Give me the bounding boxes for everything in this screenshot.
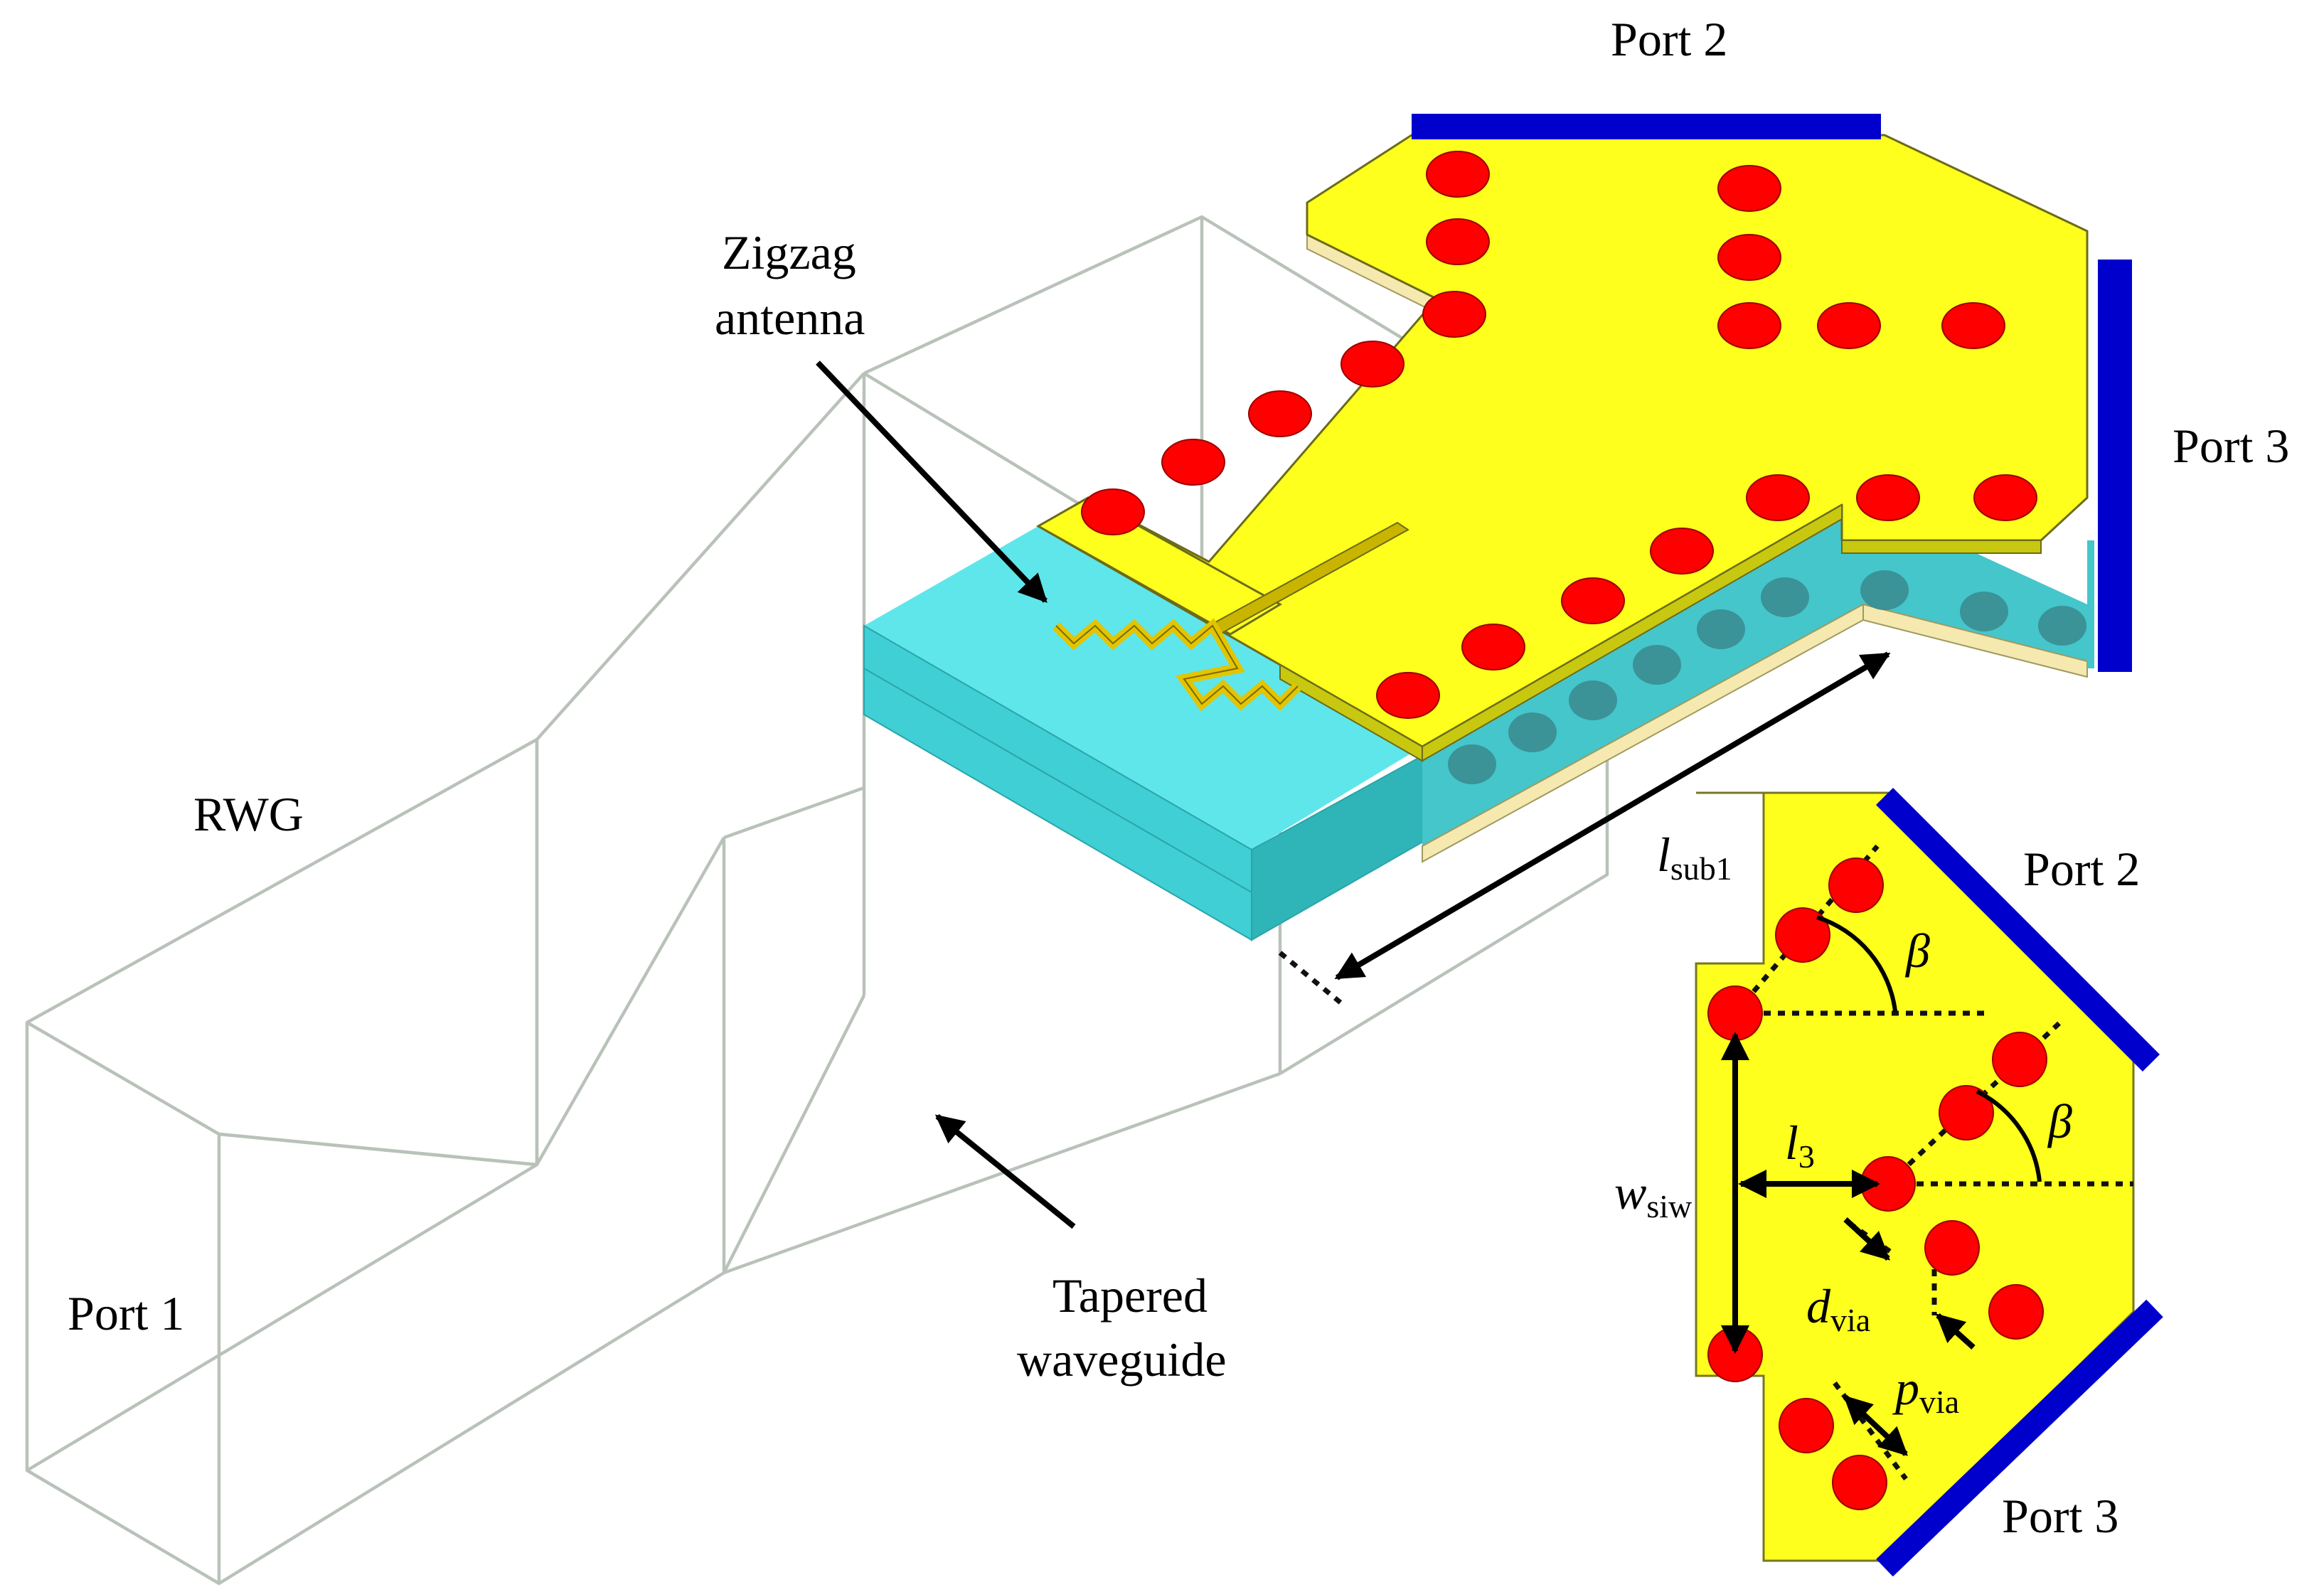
port2-top-label: Port 2 (1611, 12, 1727, 66)
beta-label-2: β (2047, 1094, 2072, 1148)
rwg-label: RWG (193, 787, 304, 841)
lsub1-label: lsub1 (1657, 828, 1732, 887)
zigzag-pointer-arrow (816, 360, 1048, 603)
zigzag-label-line2: antenna (715, 291, 865, 345)
zigzag-label-line1: Zigzag (722, 225, 856, 279)
port2-bar-inset (1875, 787, 2160, 1072)
port3-bar-inset (1876, 1299, 2163, 1577)
pvia-arrow (1843, 1395, 1908, 1456)
top-view-inset (1695, 787, 2163, 1577)
dvia-arrow-2 (1936, 1313, 1976, 1350)
siw-structure (863, 114, 2132, 941)
wsiw-label: wsiw (1614, 1165, 1693, 1224)
port2-bar-3d (1412, 114, 1881, 139)
tapered-pointer-arrow (934, 1113, 1076, 1229)
dvia-label: dvia (1806, 1279, 1870, 1338)
beta-arc-2 (1976, 1089, 2042, 1182)
tapered-label-line1: Tapered (1052, 1268, 1208, 1323)
tapered-label-line2: waveguide (1017, 1332, 1227, 1387)
vias-inset (1707, 858, 2047, 1510)
port1-label: Port 1 (68, 1286, 184, 1340)
lsub1-arrow (1334, 651, 1891, 981)
l3-label: l3 (1785, 1116, 1815, 1175)
dvia-arrow-1 (1843, 1217, 1890, 1261)
vias-3d (1081, 151, 2037, 719)
port3-bar-3d (2098, 260, 2132, 672)
substrate-top (864, 526, 1422, 850)
beta-label-1: β (1904, 924, 1930, 978)
port3-inset-label: Port 3 (2002, 1489, 2118, 1543)
port3-right-label: Port 3 (2173, 419, 2289, 473)
pvia-label: pvia (1892, 1361, 1959, 1420)
beta-arc-1 (1816, 915, 1897, 1012)
port2-inset-label: Port 2 (2023, 842, 2140, 896)
